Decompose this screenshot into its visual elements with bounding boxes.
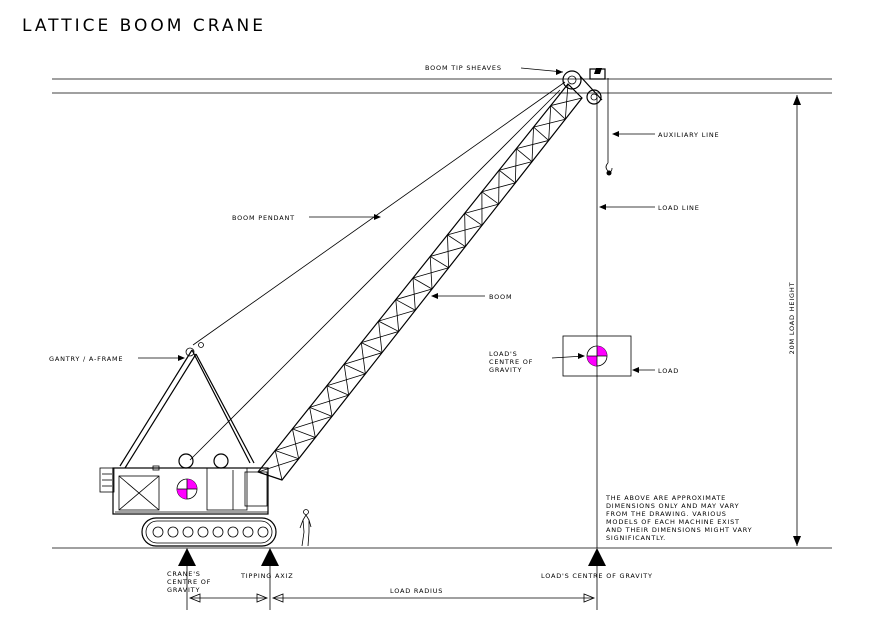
load-height-dimension: 20M LOAD HEIGHT [788,95,801,546]
load-height-label: 20M LOAD HEIGHT [788,282,796,355]
radius-dimension [186,566,598,610]
annotations: BOOM TIP SHEAVES AUXILIARY LINE LOAD LIN… [49,64,752,595]
note-line-4: MODELS OF EACH MACHINE EXIST [606,518,740,526]
boom-pendant-label: BOOM PENDANT [232,214,295,222]
boom-label: BOOM [489,293,512,301]
load-line-label: LOAD LINE [658,204,700,212]
load-cog-pivot [588,548,606,566]
crane-cog-pivot [178,548,196,566]
lattice-boom [256,83,583,481]
gantry-a-frame [119,342,255,469]
note-line-5: AND THEIR DIMENSIONS MIGHT VARY [606,526,752,534]
note-line-6: SIGNIFICANTLY. [606,534,666,542]
note-line-2: DIMENSIONS ONLY AND MAY VARY [606,502,739,510]
crane-cog-marker [176,478,198,500]
auxiliary-line-label: AUXILIARY LINE [658,131,719,139]
tipping-axis-label: TIPPING AXIZ [240,572,293,580]
boom-tip-sheaves-label: BOOM TIP SHEAVES [425,64,502,72]
load-cog-label-line-1: LOAD'S [489,350,518,358]
tipping-axis-pivot [261,548,279,566]
crane-body [99,453,269,515]
note-line-3: FROM THE DRAWING. VARIOUS [606,510,727,518]
gantry-label: GANTRY / A-FRAME [49,355,123,363]
crane-cog-label-line-2: CENTRE OF [167,578,211,586]
load-cog-label-line-2: CENTRE OF [489,358,533,366]
load-box [562,335,632,377]
load-cog-label-line-3: GRAVITY [489,366,522,374]
diagram-title: LATTICE BOOM CRANE [22,16,266,36]
note-line-1: THE ABOVE ARE APPROXIMATE [605,494,726,502]
load-cog-ground-label: LOAD'S CENTRE OF GRAVITY [541,572,653,580]
auxiliary-line [605,78,613,176]
load-label: LOAD [658,367,679,375]
load-cog-marker [586,345,608,367]
crane-cog-label-line-1: CRANE'S [167,570,201,578]
load-radius-label: LOAD RADIUS [390,587,443,595]
person-figure [299,509,312,547]
boom-pendant [189,81,566,461]
crawler-track [141,517,277,547]
crane-cog-label-line-3: GRAVITY [167,586,200,594]
